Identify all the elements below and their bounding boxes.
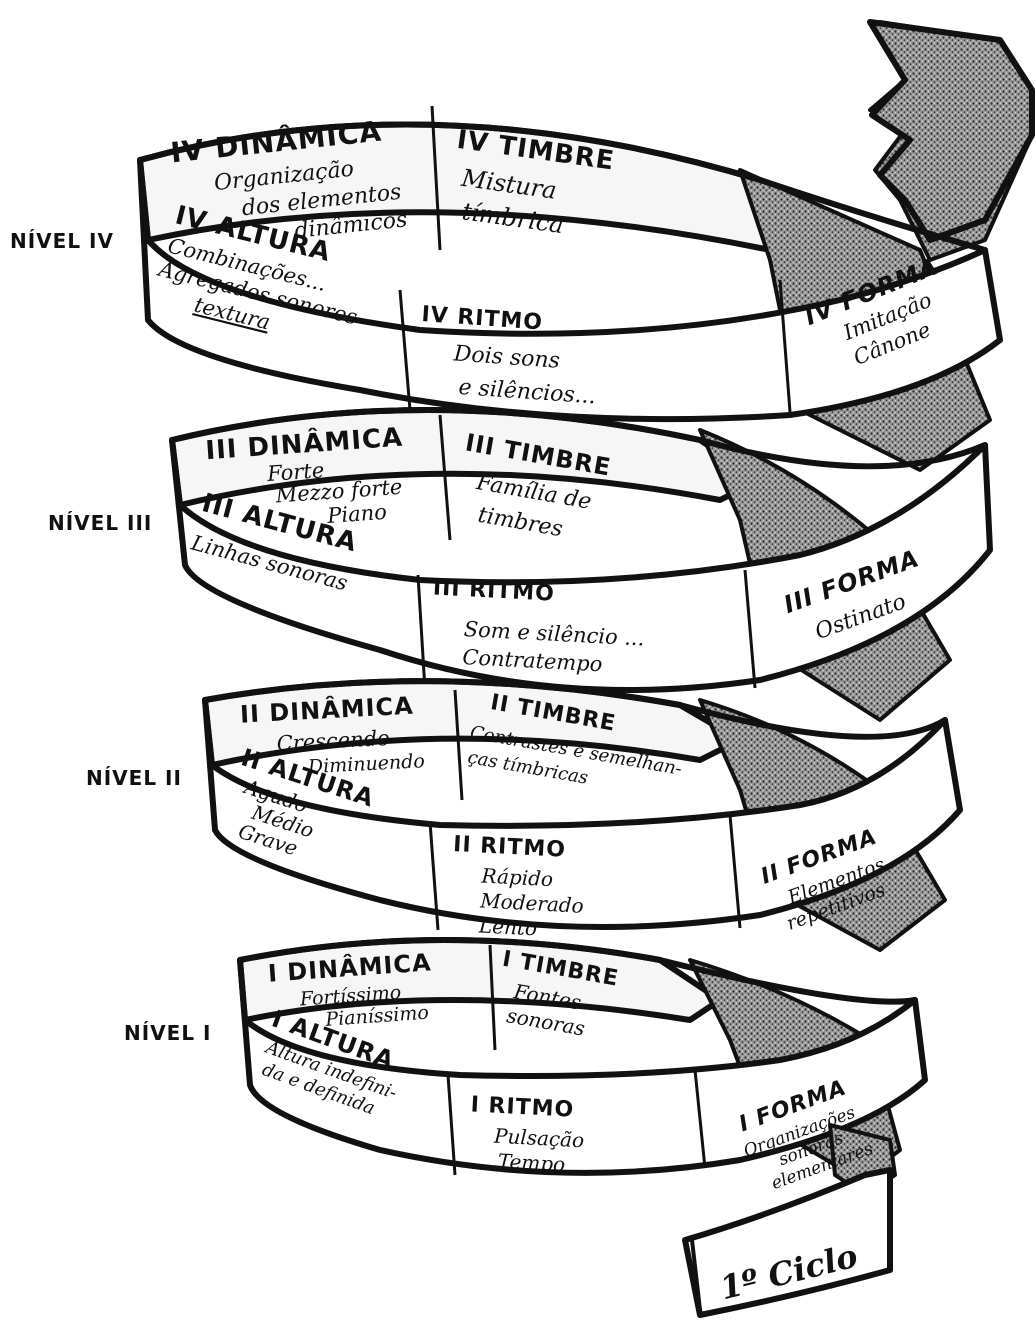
level-iv-band — [137, 105, 1003, 472]
level-i-band — [237, 937, 928, 1182]
level-iii-band — [169, 407, 993, 722]
ii-ritmo-line: Lento — [477, 913, 537, 940]
ii-dinamica-line: Crescendo — [276, 726, 390, 756]
level-i-label: NÍVEL I — [124, 1021, 211, 1045]
level-ii-band — [202, 678, 963, 952]
i-ritmo-line: Tempo — [497, 1149, 566, 1176]
level-iii-label: NÍVEL III — [48, 511, 152, 535]
i-ritmo-line: Pulsação — [492, 1124, 584, 1153]
level-ii-label: NÍVEL II — [86, 766, 182, 790]
iii-dinamica-line: Forte — [265, 458, 325, 486]
ii-ritmo-line: Moderado — [479, 888, 585, 917]
iii-timbre-line: timbres — [476, 503, 565, 542]
level-iv-label: NÍVEL IV — [10, 229, 114, 253]
ii-ritmo-line: Rápido — [480, 863, 554, 891]
ribbon-tail-bottom — [682, 1123, 897, 1318]
ribbon-tail-top — [867, 19, 1035, 262]
i-ritmo-title: I RITMO — [470, 1092, 575, 1122]
ii-ritmo-title: II RITMO — [453, 832, 567, 863]
iii-dinamica-line: Piano — [326, 500, 388, 528]
